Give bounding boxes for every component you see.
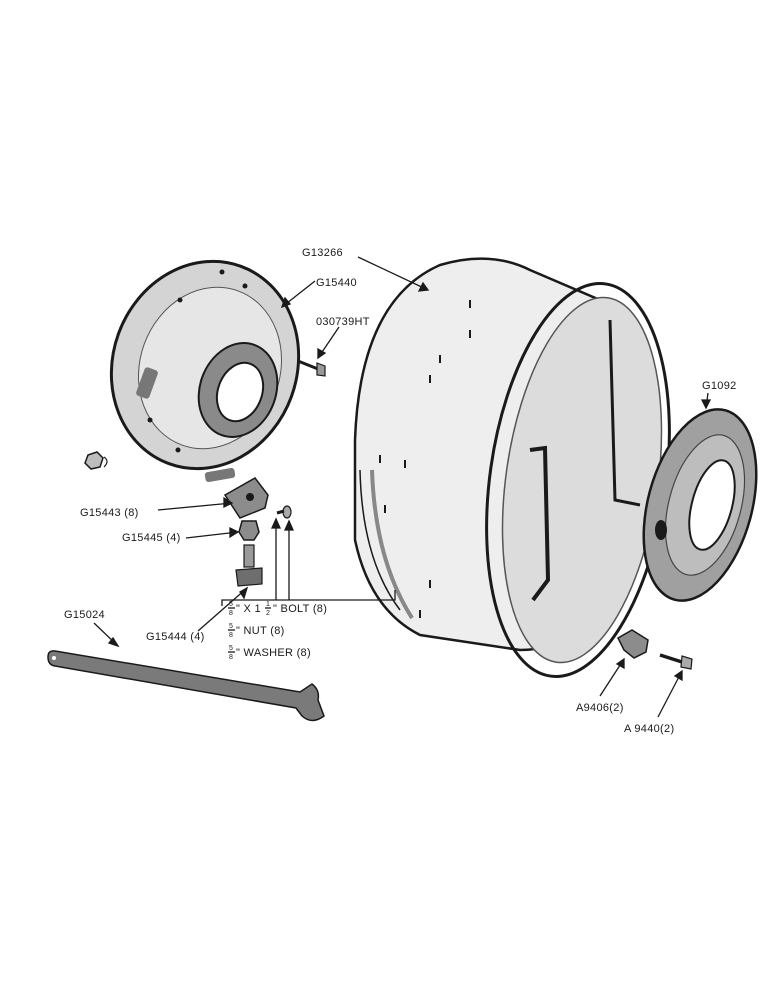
label-rim: G13266	[302, 247, 343, 259]
label-stud: G15444 (4)	[146, 631, 205, 643]
label-weight: G1092	[702, 380, 737, 392]
washer-size-denominator: 8	[229, 654, 233, 661]
clip-bolt	[659, 653, 693, 670]
label-disc: G15440	[316, 277, 357, 289]
label-clamp: G15443 (8)	[80, 507, 139, 519]
wheel-rim	[353, 257, 671, 678]
nut-size-denominator: 8	[229, 632, 233, 639]
leader-lines	[93, 256, 712, 718]
rim-clip	[617, 629, 649, 659]
hardware-list: 5 8 " X 1 1 2 " BOLT (8) 5 8 " NUT (8) 5…	[229, 601, 327, 661]
washer-description: " WASHER (8)	[236, 647, 311, 659]
label-spacer: G15445 (4)	[122, 532, 181, 544]
label-clip-bolt: A 9440(2)	[624, 723, 674, 735]
label-wrench: G15024	[64, 609, 105, 621]
clamp-bracket	[223, 477, 269, 519]
wheel-weight	[642, 408, 758, 602]
spacer	[238, 520, 260, 541]
bolt-length-denominator: 2	[266, 610, 270, 617]
bolt-size-numerator: 5	[229, 601, 233, 608]
nut-size-numerator: 5	[229, 623, 233, 630]
label-bolt-ht: 030739HT	[316, 316, 370, 328]
wheel-disc	[109, 259, 301, 483]
hex-bolt-030739ht	[297, 359, 326, 377]
label-clip: A9406(2)	[576, 702, 624, 714]
stud	[235, 544, 263, 587]
nut-description: " NUT (8)	[236, 625, 285, 637]
washer-size-numerator: 5	[229, 645, 233, 652]
bolt-length-numerator: 1	[266, 601, 270, 608]
clamp-bolt	[276, 505, 292, 519]
bolt-size-mid: " X 1	[236, 603, 261, 615]
wheel-wrench	[47, 650, 325, 722]
bolt-description: " BOLT (8)	[273, 603, 327, 615]
disc-nut	[84, 451, 108, 470]
bolt-size-denominator: 8	[229, 610, 233, 617]
